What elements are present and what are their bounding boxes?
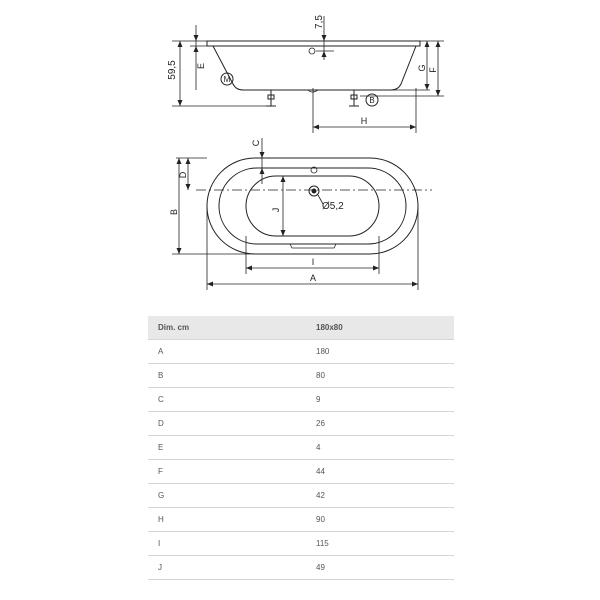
top-view-overflow-icon xyxy=(310,166,318,174)
table-cell-dim: G xyxy=(148,483,308,508)
dim-label-d: D xyxy=(178,171,188,178)
table-cell-value: 42 xyxy=(308,483,454,508)
marker-m-label: M xyxy=(224,75,231,84)
table-row: H 90 xyxy=(148,507,454,532)
dim-label-h: H xyxy=(361,116,368,126)
dim-label-b: B xyxy=(169,209,179,215)
dim-label-rim: 7,5 xyxy=(314,15,325,29)
drain-icon xyxy=(308,185,320,197)
table-cell-value: 26 xyxy=(308,411,454,436)
dim-label-total-height: 59,5 xyxy=(167,60,178,80)
table-cell-dim: J xyxy=(148,555,308,580)
table-row: G 42 xyxy=(148,483,454,508)
side-view-drain xyxy=(307,89,319,93)
dim-label-e: E xyxy=(196,63,206,69)
table-row: F 44 xyxy=(148,459,454,484)
top-view: Ø5,2 C D B J I A xyxy=(169,138,432,290)
table-row: E 4 xyxy=(148,435,454,460)
table-cell-dim: B xyxy=(148,363,308,388)
table-header-dim: Dim. cm xyxy=(148,316,308,340)
table-cell-dim: I xyxy=(148,531,308,556)
dim-label-c: C xyxy=(251,139,261,146)
marker-b xyxy=(365,93,379,107)
marker-m xyxy=(220,72,234,86)
dim-label-drain: Ø5,2 xyxy=(322,201,344,212)
dim-label-j: J xyxy=(271,208,281,213)
table-cell-dim: C xyxy=(148,387,308,412)
table-row: I 115 xyxy=(148,531,454,556)
table-cell-dim: F xyxy=(148,459,308,484)
side-view-tub-body xyxy=(212,45,417,91)
table-header-size: 180x80 xyxy=(308,316,454,340)
top-view-inner-rim xyxy=(218,167,407,245)
bathtub-technical-drawing: 59,5 E 7,5 G F H M xyxy=(167,15,444,290)
table-row: A 180 xyxy=(148,339,454,364)
dimensions-table: Dim. cm 180x80 A 180 B 80 C 9 D 26 E 4 F… xyxy=(148,316,454,580)
table-cell-dim: D xyxy=(148,411,308,436)
table-row: D 26 xyxy=(148,411,454,436)
dim-label-a: A xyxy=(310,273,316,283)
side-view-leg-right xyxy=(349,90,359,107)
dim-label-g: G xyxy=(417,64,427,71)
side-view: 59,5 E 7,5 G F H M xyxy=(167,15,444,133)
table-cell-value: 49 xyxy=(308,555,454,580)
dim-label-f: F xyxy=(428,67,438,73)
table-cell-value: 44 xyxy=(308,459,454,484)
top-view-basin-bottom xyxy=(245,175,380,237)
table-cell-value: 115 xyxy=(308,531,454,556)
table-cell-value: 9 xyxy=(308,387,454,412)
side-view-leg-left xyxy=(266,90,276,107)
table-cell-value: 4 xyxy=(308,435,454,460)
marker-b-label: B xyxy=(369,96,374,105)
table-cell-dim: E xyxy=(148,435,308,460)
table-header-row: Dim. cm 180x80 xyxy=(148,316,454,340)
table-cell-dim: H xyxy=(148,507,308,532)
dim-label-i: I xyxy=(312,257,315,267)
table-cell-value: 80 xyxy=(308,363,454,388)
overflow-icon xyxy=(308,47,316,55)
table-cell-value: 180 xyxy=(308,339,454,364)
table-cell-dim: A xyxy=(148,339,308,364)
top-view-slot xyxy=(289,243,337,249)
table-row: J 49 xyxy=(148,555,454,580)
table-row: C 9 xyxy=(148,387,454,412)
side-view-rim xyxy=(206,40,421,47)
table-cell-value: 90 xyxy=(308,507,454,532)
table-row: B 80 xyxy=(148,363,454,388)
